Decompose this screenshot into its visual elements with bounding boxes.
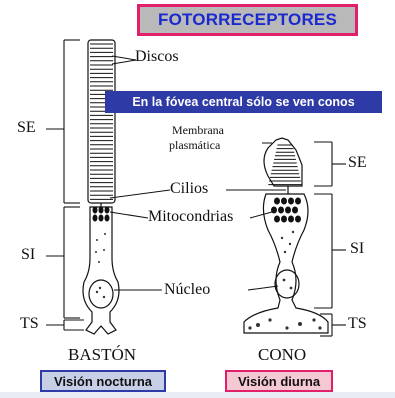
- bottom-strip: [0, 392, 395, 398]
- cone-inner-segment: [243, 193, 329, 334]
- cone-granules: [248, 230, 322, 330]
- label-nucleo: Núcleo: [164, 281, 211, 298]
- rod-zone-si: SI: [21, 246, 36, 263]
- rod-inner-segment: [82, 206, 120, 335]
- rod-discs: [90, 43, 113, 200]
- cone-zone-brackets: [314, 141, 346, 337]
- cone-nucleus: [274, 269, 300, 299]
- cone-mitochondria: [271, 197, 301, 223]
- rod-zone-brackets: [46, 39, 84, 331]
- leader-lines: [109, 55, 286, 291]
- rod-name: BASTÓN: [68, 345, 137, 364]
- cone-zone-si: SI: [350, 240, 365, 257]
- fovea-banner: En la fóvea central sólo se ven conos: [105, 91, 382, 113]
- rod-nucleus: [88, 279, 114, 309]
- cone-zone-ts: TS: [348, 315, 367, 332]
- cone-zone-se: SE: [348, 154, 367, 171]
- label-cilios: Cilios: [170, 180, 209, 197]
- diagram-title: FOTORRECEPTORES: [137, 4, 358, 36]
- label-plasmatica: plasmática: [169, 138, 221, 152]
- cone-outer-segment: [263, 137, 303, 187]
- cone-discs: [268, 144, 302, 186]
- cone-name: CONO: [258, 345, 307, 364]
- rod-zone-se: SE: [17, 119, 36, 136]
- rod-granules: [95, 233, 106, 299]
- rod-caption: Visión nocturna: [40, 370, 166, 392]
- label-membrana: Membrana: [172, 123, 224, 137]
- label-mitocondrias: Mitocondrias: [148, 208, 234, 225]
- rod-zone-ts: TS: [20, 315, 39, 332]
- cone-caption: Visión diurna: [225, 370, 333, 392]
- label-discos: Discos: [135, 48, 179, 65]
- rod-mitochondria: [92, 206, 110, 222]
